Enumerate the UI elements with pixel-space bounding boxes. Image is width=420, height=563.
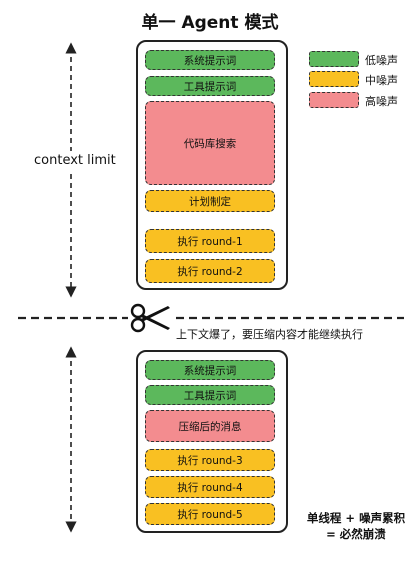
block-execute-round-1: 执行 round-1	[145, 229, 275, 253]
block-execute-round-5: 执行 round-5	[145, 503, 275, 525]
block-tool-prompt: 工具提示词	[145, 76, 275, 96]
summary-line-1: 单线程 + 噪声累积	[306, 511, 406, 525]
block-execute-round-2: 执行 round-2	[145, 259, 275, 283]
block-codebase-search: 代码库搜索	[145, 101, 275, 185]
block-planning: 计划制定	[145, 190, 275, 212]
legend-swatch-high	[309, 92, 359, 108]
block-execute-round-3: 执行 round-3	[145, 449, 275, 471]
legend-swatch-low	[309, 51, 359, 67]
block-execute-round-4: 执行 round-4	[145, 476, 275, 498]
cut-label: 上下文爆了，要压缩内容才能继续执行	[176, 328, 363, 341]
scissors-icon	[130, 303, 170, 333]
block-system-prompt: 系统提示词	[145, 50, 275, 70]
legend-label-low: 低噪声	[365, 54, 398, 67]
summary-line-2: = 必然崩溃	[326, 527, 386, 541]
legend-label-medium: 中噪声	[365, 74, 398, 87]
block-tool-prompt: 工具提示词	[145, 385, 275, 405]
summary-text: 单线程 + 噪声累积 = 必然崩溃	[296, 510, 416, 542]
block-system-prompt: 系统提示词	[145, 360, 275, 380]
diagram-title: 单一 Agent 模式	[141, 13, 279, 33]
context-limit-label: context limit	[34, 151, 116, 170]
legend-swatch-medium	[309, 71, 359, 87]
block-compressed-messages: 压缩后的消息	[145, 410, 275, 442]
legend-label-high: 高噪声	[365, 95, 398, 108]
